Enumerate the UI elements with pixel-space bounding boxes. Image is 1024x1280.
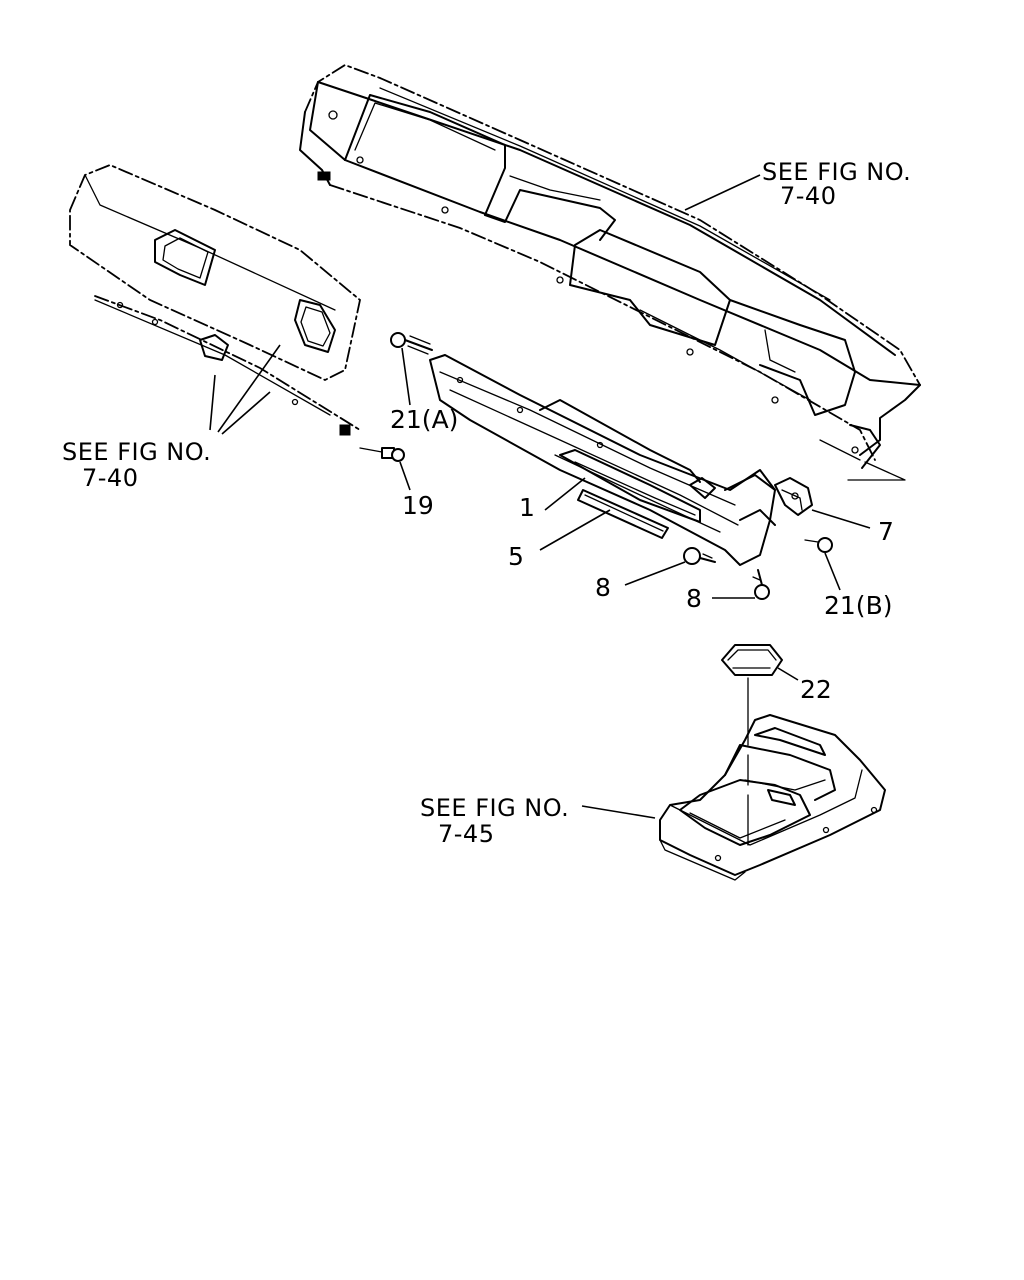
lower-panel-assembly — [429, 354, 776, 566]
left-panel-reference: SEE FIG NO. 7-40 — [62, 438, 211, 492]
dashboard-reference: SEE FIG NO. 7-40 — [762, 158, 911, 210]
bracket-7 — [774, 477, 813, 516]
screw-19 — [359, 447, 405, 462]
console-lid-22 — [721, 644, 783, 676]
trim-strip-5 — [577, 489, 669, 539]
bolt-21b — [804, 537, 833, 553]
bolt-21a — [390, 332, 433, 355]
console-reference-line2: 7-45 — [438, 820, 494, 848]
callout-5: 5 — [508, 542, 524, 571]
callout-21b: 21(B) — [824, 591, 892, 620]
clip-8-left — [683, 547, 716, 565]
dashboard-reference-line2: 7-40 — [780, 182, 836, 210]
callout-22: 22 — [800, 675, 832, 704]
dashboard-panel — [299, 64, 921, 469]
callout-1: 1 — [519, 493, 535, 522]
clip-8-right — [752, 569, 770, 600]
console-reference-line1: SEE FIG NO. — [420, 794, 569, 822]
left-panel-reference-line1: SEE FIG NO. — [62, 438, 211, 466]
center-console — [659, 714, 886, 881]
callout-7: 7 — [878, 517, 894, 546]
callout-8-right: 8 — [686, 584, 702, 613]
callout-21a: 21(A) — [390, 405, 458, 434]
lower-trim-panel — [69, 164, 361, 436]
left-panel-reference-line2: 7-40 — [82, 464, 138, 492]
callout-8-left: 8 — [595, 573, 611, 602]
console-reference: SEE FIG NO. 7-45 — [420, 794, 569, 848]
callout-19: 19 — [402, 491, 434, 520]
dashboard-reference-line1: SEE FIG NO. — [762, 158, 911, 186]
